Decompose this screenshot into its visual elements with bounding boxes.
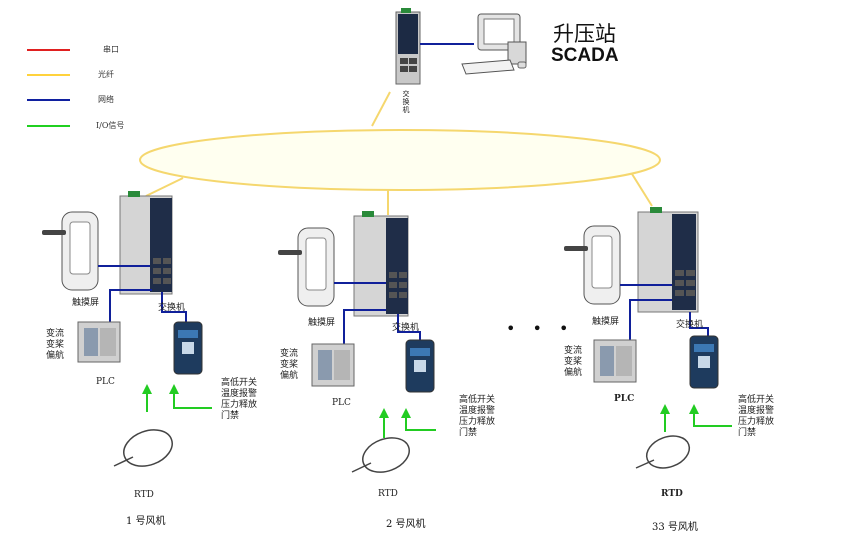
io-arrow-signals-3 (693, 412, 732, 427)
io-arrowhead-signals-3 (689, 404, 699, 414)
network-link-io-2 (397, 314, 421, 340)
network-link-plc-3 (629, 299, 672, 340)
fiber-link-top (371, 91, 391, 127)
touchscreen-label-1: 触摸屏 (72, 298, 100, 308)
more-turbines-ellipsis: • • • (506, 319, 575, 338)
io-arrow-signals-1 (173, 392, 212, 409)
rtd-sensor-3 (635, 435, 691, 469)
legend-label-fiber: 光纤 (98, 70, 114, 79)
legend-label-io: I/O信号 (96, 121, 125, 130)
switch-device-3 (637, 207, 699, 313)
rtd-label-1: RTD (134, 490, 154, 500)
scada-title: SCADA (551, 45, 619, 66)
io-module-1 (173, 321, 203, 375)
inverter-label-2: 变流 变桨 偏航 (280, 349, 299, 381)
io-arrowhead-rtd-3 (660, 404, 670, 414)
io-arrowhead-signals-2 (401, 408, 411, 418)
turbine-unit-3 (564, 207, 732, 469)
switch-label-3: 交换机 (676, 320, 704, 330)
touchscreen-label-3: 触摸屏 (592, 317, 620, 327)
rtd-label-2: RTD (378, 489, 398, 499)
fiber-link-3 (631, 173, 653, 207)
rtd-sensor-2 (351, 437, 410, 473)
signals-label-1: 高低开关 温度报警 压力释放 门禁 (221, 378, 258, 421)
switch-device-2 (353, 211, 409, 317)
turbine-unit-1 (42, 191, 212, 467)
inverter-label-1: 变流 变桨 偏航 (46, 329, 65, 361)
switch-label-2: 交换机 (392, 323, 420, 333)
network-link-io-3 (689, 312, 709, 336)
turbine-name-1: 1 号风机 (126, 516, 166, 527)
touchscreen-device-1 (42, 211, 99, 291)
io-module-2 (405, 339, 435, 393)
scada-computer (461, 13, 527, 75)
touchscreen-device-2 (278, 227, 335, 307)
fiber-link-1 (145, 177, 184, 197)
top-switch-label: 交换机 (402, 90, 410, 114)
rtd-label-3: RTD (661, 489, 683, 499)
legend-lines (27, 49, 70, 127)
turbine-name-2: 2 号风机 (386, 519, 426, 530)
turbine-name-3: 33 号风机 (652, 522, 698, 533)
plc-device-2 (311, 343, 355, 387)
switch-device-1 (119, 191, 173, 295)
signals-label-2: 高低开关 温度报警 压力释放 门禁 (459, 395, 496, 438)
io-arrowhead-rtd-2 (379, 408, 389, 418)
plc-device-1 (77, 321, 121, 363)
network-link-plc-1 (109, 289, 152, 322)
signals-label-3: 高低开关 温度报警 压力释放 门禁 (738, 395, 775, 438)
plc-label-1: PLC (96, 377, 115, 387)
plc-label-2: PLC (332, 398, 351, 408)
network-link-io-1 (161, 292, 187, 322)
network-link-plc-2 (343, 309, 386, 344)
io-module-3 (689, 335, 719, 389)
legend-label-serial: 串口 (103, 45, 119, 54)
legend-label-network: 网络 (98, 95, 114, 104)
touchscreen-label-2: 触摸屏 (308, 318, 336, 328)
turbine-unit-2 (278, 211, 436, 473)
top-switch (395, 8, 421, 85)
fiber-ring (139, 129, 661, 191)
switch-label-1: 交换机 (158, 303, 186, 313)
io-arrowhead-signals-1 (169, 384, 179, 394)
substation-title: 升压站 (553, 22, 616, 46)
touchscreen-device-3 (564, 225, 621, 305)
rtd-sensor-1 (113, 429, 173, 467)
io-arrowhead-rtd-1 (142, 384, 152, 394)
plc-device-3 (593, 339, 637, 383)
inverter-label-3: 变流 变桨 偏航 (564, 346, 583, 378)
plc-label-3: PLC (614, 394, 635, 404)
io-arrow-signals-2 (405, 416, 436, 431)
